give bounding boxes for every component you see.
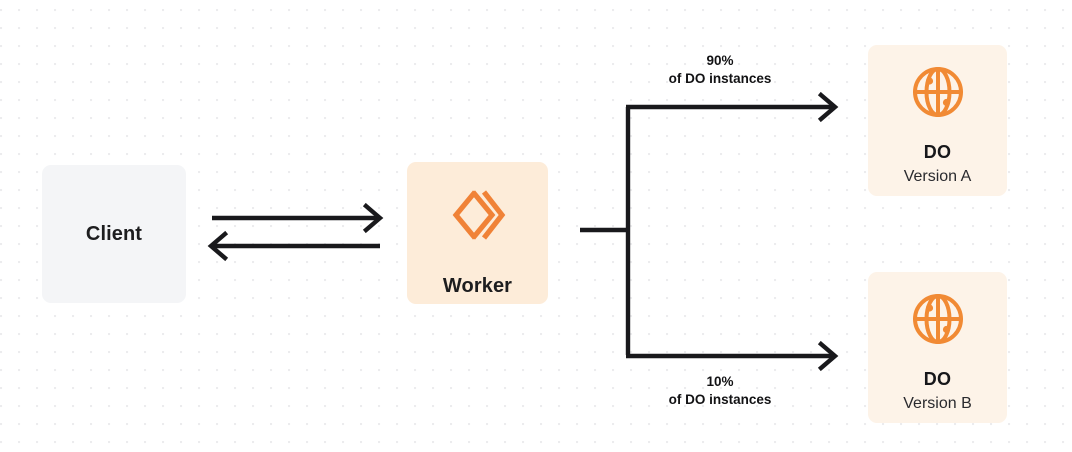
node-do-b-label: DO — [923, 369, 952, 389]
edge-worker-to-do-b — [626, 340, 839, 372]
edge-worker-to-do-a — [626, 91, 839, 123]
cloudflare-workers-icon — [447, 184, 509, 251]
edge-label-do-a: 90% of DO instances — [620, 52, 820, 88]
node-worker[interactable]: Worker — [407, 162, 548, 304]
edge-label-do-a-description: of DO instances — [668, 71, 772, 86]
node-do-a-label: DO — [923, 142, 952, 162]
node-do-version-a[interactable]: DO Version A — [868, 45, 1007, 196]
node-client[interactable]: Client — [42, 165, 186, 303]
edge-worker-to-client — [207, 230, 380, 262]
edge-branch-trunk — [580, 107, 631, 355]
node-do-b-sublabel: Version B — [903, 395, 972, 412]
node-do-version-b[interactable]: DO Version B — [868, 272, 1007, 423]
node-worker-label: Worker — [442, 275, 513, 297]
edge-label-do-a-percent: 90% — [706, 53, 734, 68]
edge-client-to-worker — [212, 202, 384, 234]
durable-object-globe-icon — [909, 290, 967, 353]
edge-label-do-b-description: of DO instances — [668, 392, 772, 407]
durable-object-globe-icon — [909, 63, 967, 126]
edge-label-do-b: 10% of DO instances — [620, 373, 820, 409]
edge-label-do-b-percent: 10% — [706, 374, 734, 389]
node-do-a-sublabel: Version A — [903, 168, 972, 185]
node-client-label: Client — [85, 222, 143, 245]
